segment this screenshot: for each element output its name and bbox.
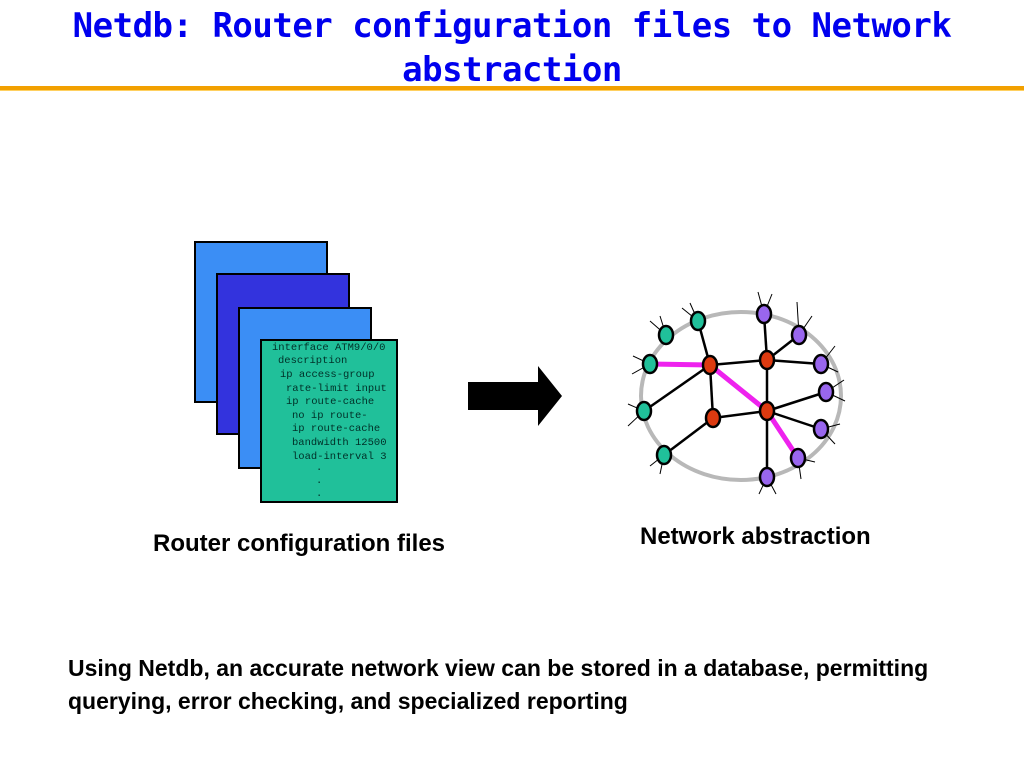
config-line: rate-limit input (286, 383, 387, 395)
edge-nodes-purple (755, 303, 835, 488)
config-line: ip route-cache (286, 396, 375, 408)
config-line: description (278, 355, 348, 367)
network-node (704, 407, 722, 429)
config-line: no ip route- (292, 410, 368, 422)
network-node (758, 400, 776, 422)
edge-nodes-green (635, 310, 707, 466)
highlighted-path (647, 361, 801, 461)
config-line: interface ATM9/0/0 (272, 342, 386, 354)
network-node (758, 349, 776, 371)
network-node (790, 324, 808, 346)
config-line: . (316, 462, 323, 474)
config-line: . (316, 475, 323, 487)
summary-text: Using Netdb, an accurate network view ca… (68, 655, 929, 714)
right-arrow-icon (468, 366, 562, 426)
network-node (657, 324, 675, 346)
network-node (812, 353, 830, 375)
caption-network-abstraction: Network abstraction (640, 523, 871, 550)
config-file-content-card: interface ATM9/0/0 description ip access… (260, 339, 398, 503)
network-node (655, 444, 673, 466)
network-node (755, 303, 773, 325)
title-divider (0, 86, 1024, 91)
config-line: ip access-group (280, 369, 375, 381)
slide-title: Netdb: Router configuration files to Net… (72, 6, 952, 90)
network-node (789, 447, 807, 469)
network-ring (639, 310, 843, 482)
network-node (689, 310, 707, 332)
caption-router-config-files: Router configuration files (153, 530, 446, 557)
network-node (758, 466, 776, 488)
core-nodes (701, 349, 776, 429)
network-node (812, 418, 830, 440)
network-node (635, 400, 653, 422)
config-line: . (316, 488, 323, 500)
network-node (701, 354, 719, 376)
config-line: ip route-cache (292, 423, 381, 435)
network-node (641, 353, 659, 375)
network-node (817, 381, 835, 403)
config-line: load-interval 3 (292, 451, 387, 463)
config-line: bandwidth 12500 (292, 437, 387, 449)
